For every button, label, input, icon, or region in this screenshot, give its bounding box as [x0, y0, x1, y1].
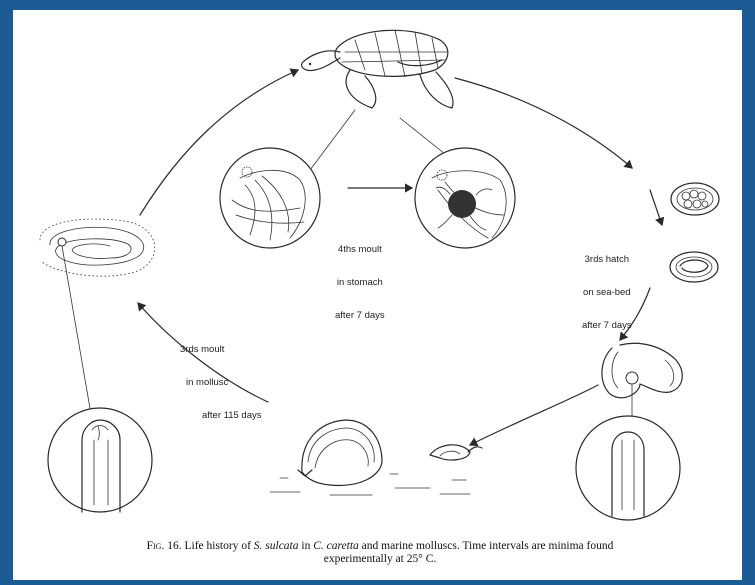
caption-fig-no: Fig. 16. [147, 540, 182, 552]
label-moult4: 4ths moult in stomach after 7 days [335, 222, 385, 332]
caption-text-a: Life history of [184, 540, 253, 552]
caption-host: C. caretta [313, 540, 359, 552]
caption-line1: Fig. 16. Life history of S. sulcata in C… [40, 540, 720, 553]
label-moult3-line1: 3rds moult [180, 344, 262, 355]
egg-segmenting-icon [671, 183, 719, 215]
label-moult4-line3: after 7 days [335, 310, 385, 321]
larva-head-detail-circle [576, 416, 680, 520]
figure-caption: Fig. 16. Life history of S. sulcata in C… [40, 540, 720, 566]
pointer-line-left [310, 110, 355, 170]
moulted-stomach-circle [415, 148, 515, 248]
head-detail-circle-left [48, 408, 152, 512]
label-moult3-line3: after 115 days [180, 410, 262, 421]
egg-larva-icon [670, 252, 718, 282]
label-moult3: 3rds moult in mollusc after 115 days [180, 322, 262, 432]
caption-text-b: in [299, 540, 314, 552]
caption-line2: experimentally at 25° C. [40, 553, 720, 566]
coiled-larva-icon [40, 219, 155, 276]
arrow-eggs-down [650, 190, 662, 225]
stomach-larva-circle [220, 148, 320, 248]
label-hatch3-line1: 3rds hatch [582, 254, 632, 265]
label-moult4-line2: in stomach [335, 277, 385, 288]
label-moult3-line2: in mollusc [180, 377, 262, 388]
turtle-icon [302, 30, 453, 108]
pointer-line-coil-detail [62, 246, 92, 420]
pointer-line-right [400, 118, 450, 158]
label-moult4-line1: 4ths moult [335, 244, 385, 255]
caption-species: S. sulcata [254, 540, 299, 552]
caption-text-c: and marine molluscs. Time intervals are … [359, 540, 614, 552]
label-hatch3: 3rds hatch on sea-bed after 7 days [582, 232, 632, 342]
curled-larva-icon [602, 343, 682, 398]
snail-icon [430, 445, 482, 460]
label-hatch3-line2: on sea-bed [582, 287, 632, 298]
label-hatch3-line3: after 7 days [582, 320, 632, 331]
arrow-larva-to-mollusc [470, 385, 598, 445]
